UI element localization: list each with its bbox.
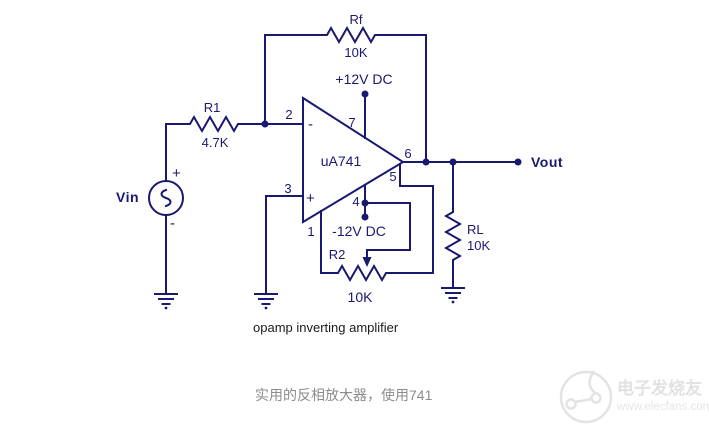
opamp-triangle xyxy=(302,96,405,224)
feedback-loop-wire xyxy=(264,25,427,163)
pin-1-label: 1 xyxy=(307,224,314,239)
pin-6-label: 6 xyxy=(404,146,411,161)
rl-label: RL xyxy=(467,222,484,237)
rf-value: 10K xyxy=(344,45,367,60)
vin-minus-sign: - xyxy=(170,215,175,232)
noninverting-input-wire xyxy=(265,195,304,295)
rl-resistor xyxy=(443,161,463,289)
input-ground-icon xyxy=(254,293,278,310)
output-wire xyxy=(402,158,522,166)
pin-4-label: 4 xyxy=(352,194,359,209)
output-terminal-dot xyxy=(514,158,522,166)
r2-resistor xyxy=(320,163,434,283)
r1-resistor xyxy=(165,114,304,182)
vout-label: Vout xyxy=(531,154,563,170)
rl-value: 10K xyxy=(467,238,490,253)
caption-title: opamp inverting amplifier xyxy=(253,320,399,335)
pin-5-label: 5 xyxy=(389,169,396,184)
watermark: 电子发烧友 www.elecfans.com xyxy=(559,370,709,424)
positive-supply-label: +12V DC xyxy=(335,71,392,87)
pin-3-label: 3 xyxy=(284,181,291,196)
watermark-brand: 电子发烧友 xyxy=(617,378,702,398)
opamp-label: uA741 xyxy=(321,153,362,169)
input-junction-dot xyxy=(261,120,269,128)
noninverting-sign: + xyxy=(306,190,315,207)
vin-source xyxy=(148,180,184,295)
pin-7-label: 7 xyxy=(348,115,355,130)
pin-2-label: 2 xyxy=(285,107,292,122)
rf-label: Rf xyxy=(350,12,363,27)
negative-supply-label: -12V DC xyxy=(332,223,386,239)
watermark-logo-icon xyxy=(559,370,613,424)
vin-label: Vin xyxy=(116,189,139,205)
positive-supply-wire xyxy=(361,90,369,139)
r1-value: 4.7K xyxy=(202,135,229,150)
caption-subtitle: 实用的反相放大器，使用741 xyxy=(255,387,433,403)
vin-ground-icon xyxy=(154,293,178,310)
r2-label: R2 xyxy=(329,247,346,262)
inverting-sign: - xyxy=(308,116,313,133)
wiper-arrow-icon xyxy=(362,202,411,267)
r1-label: R1 xyxy=(204,100,221,115)
vin-plus-sign: + xyxy=(172,165,181,182)
rl-ground-icon xyxy=(441,287,465,304)
r2-value: 10K xyxy=(348,289,374,305)
watermark-site: www.elecfans.com xyxy=(616,401,709,413)
sine-icon xyxy=(160,188,172,208)
